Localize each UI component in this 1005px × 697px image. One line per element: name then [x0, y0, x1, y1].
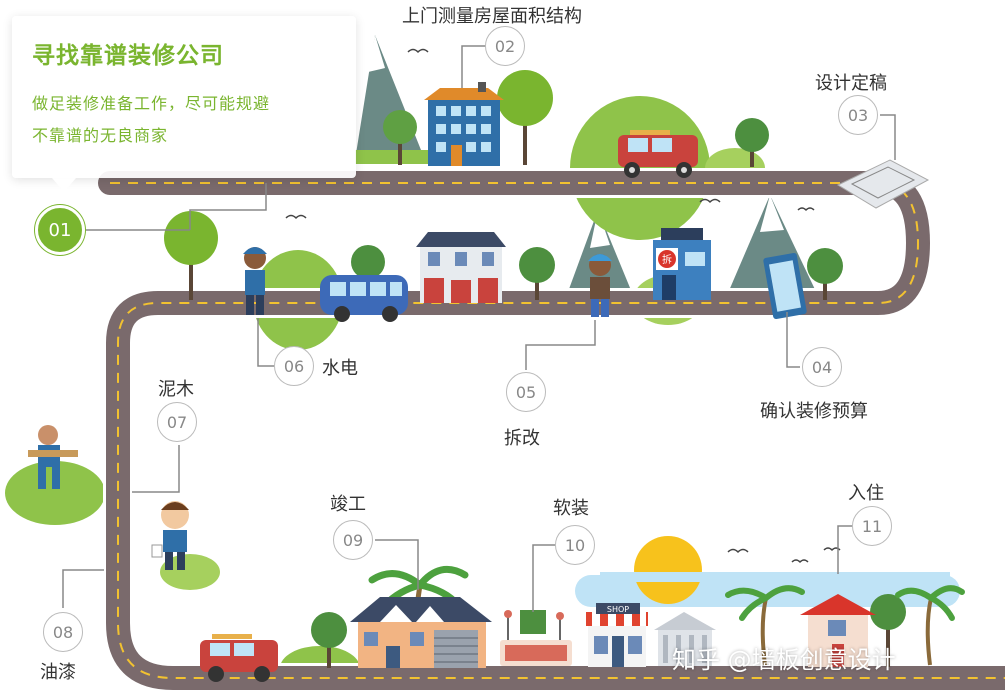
tree-icon — [164, 211, 218, 300]
birds — [285, 48, 841, 564]
carpenter-worker — [28, 425, 78, 489]
palm-tree-icon — [895, 585, 965, 666]
step-11-circle: 11 — [852, 506, 892, 546]
palm-tree-icon — [725, 585, 805, 666]
tree-icon — [311, 612, 347, 668]
callout-line-2: 不靠谱的无良商家 — [32, 126, 169, 145]
step-number: 02 — [494, 36, 516, 56]
step-number: 07 — [166, 412, 188, 432]
step-07-label: 泥木 — [158, 379, 194, 400]
step-number: 11 — [861, 516, 883, 536]
blueprint-icon — [836, 159, 930, 209]
step-number: 06 — [283, 356, 305, 376]
step-03-label: 设计定稿 — [815, 73, 887, 94]
tree-icon — [497, 70, 553, 165]
step-10-circle: 10 — [555, 525, 595, 565]
watermark-text: 知乎 @墙板创意设计 — [672, 646, 896, 674]
red-car-bottom — [200, 634, 278, 682]
step-02-circle: 02 — [485, 26, 525, 66]
step-09-label: 竣工 — [330, 494, 366, 515]
step-06-label: 水电 — [322, 358, 358, 379]
move-in-house — [800, 594, 876, 667]
tree-icon — [870, 594, 906, 667]
completed-house — [350, 597, 492, 668]
step-03-circle: 03 — [838, 95, 878, 135]
blue-van — [320, 275, 408, 322]
demolish-sign-text: 拆 — [662, 253, 672, 266]
step-04-label: 确认装修预算 — [760, 401, 868, 422]
callout-title: 寻找靠谱装修公司 — [32, 43, 224, 69]
step-number: 03 — [847, 105, 869, 125]
step-08-circle: 08 — [43, 612, 83, 652]
step-06-circle: 06 — [274, 346, 314, 386]
grey-house — [416, 232, 506, 303]
demolition-shop: 拆 — [653, 228, 711, 300]
blue-building — [424, 82, 504, 166]
shop-building: SHOP — [586, 603, 648, 667]
trees — [164, 70, 906, 668]
shop-sign-text: SHOP — [607, 605, 629, 614]
tree-icon — [519, 247, 555, 300]
callout-card: 寻找靠谱装修公司 做足装修准备工作，尽可能规避 不靠谱的无良商家 — [12, 16, 356, 192]
step-number: 01 — [48, 219, 72, 241]
step-05-label: 拆改 — [504, 428, 540, 449]
bed-furniture — [500, 610, 572, 666]
step-07-circle: 07 — [157, 402, 197, 442]
electrician-worker — [243, 247, 267, 315]
step-number: 04 — [811, 357, 833, 377]
step-01-circle: 01 — [35, 205, 85, 255]
tree-icon — [383, 110, 417, 165]
bank-building — [654, 612, 716, 666]
step-number: 05 — [515, 382, 537, 402]
red-car-top — [618, 130, 698, 178]
step-08-label: 油漆 — [40, 662, 76, 683]
road — [95, 168, 1005, 693]
sun-icon — [634, 536, 702, 604]
tree-icon — [807, 248, 843, 300]
painter-worker — [151, 501, 189, 570]
callout-line-1: 做足装修准备工作，尽可能规避 — [32, 94, 271, 113]
step-02-label: 上门测量房屋面积结构 — [402, 6, 582, 27]
step-05-circle: 05 — [506, 372, 546, 412]
step-number: 09 — [342, 530, 364, 550]
sky-band-cover — [600, 572, 950, 582]
demolish-sign-icon — [658, 250, 676, 268]
palm-trees — [368, 565, 965, 666]
step-number: 10 — [564, 535, 586, 555]
demolition-worker — [588, 254, 612, 317]
step-09-circle: 09 — [333, 520, 373, 560]
tree-icon — [735, 118, 769, 167]
step-number: 08 — [52, 622, 74, 642]
step-04-circle: 04 — [802, 347, 842, 387]
calculator-icon — [763, 252, 807, 320]
step-10-label: 软装 — [553, 498, 589, 519]
connector-lines — [62, 45, 896, 612]
step-11-label: 入住 — [848, 483, 884, 504]
